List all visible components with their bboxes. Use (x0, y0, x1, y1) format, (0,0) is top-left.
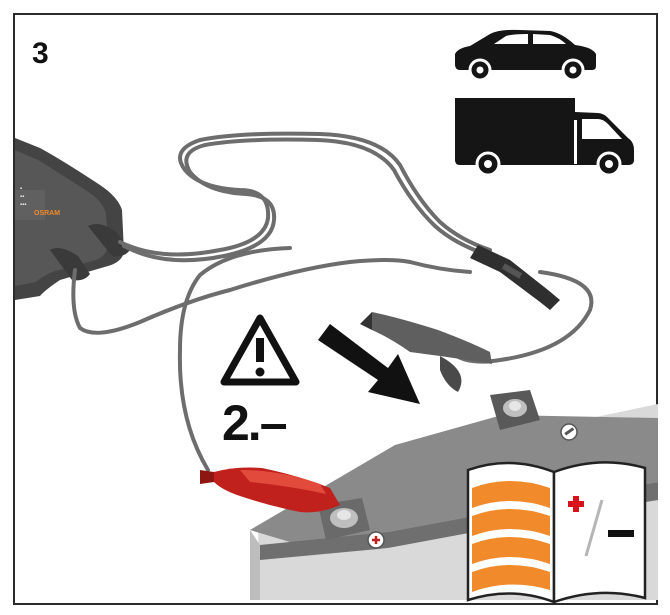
charger-indicator-3: ▪▪▪ (20, 202, 26, 208)
step-number: 3 (32, 37, 49, 70)
cable-connector (470, 245, 560, 310)
negative-terminal (490, 390, 540, 430)
plus-sign (568, 496, 584, 512)
divider-slash (584, 499, 604, 557)
arrow-icon (318, 324, 420, 404)
positive-terminal (318, 498, 370, 540)
charger-cables (71, 131, 594, 472)
charger-brand: OSRAM (34, 210, 60, 217)
charger-indicator-1: ▪ (20, 186, 22, 192)
negative-clamp (360, 312, 492, 392)
warning-icon (220, 314, 300, 386)
manual-icon (466, 461, 647, 604)
positive-clamp (200, 467, 340, 513)
step-label: 2.– (222, 395, 287, 451)
car-icon (455, 29, 596, 82)
charger-indicator-2: ▪▪ (20, 194, 24, 200)
minus-sign (608, 530, 634, 537)
charger-device: ▪ ▪▪ ▪▪▪ OSRAM (15, 138, 130, 300)
van-icon (455, 98, 634, 177)
